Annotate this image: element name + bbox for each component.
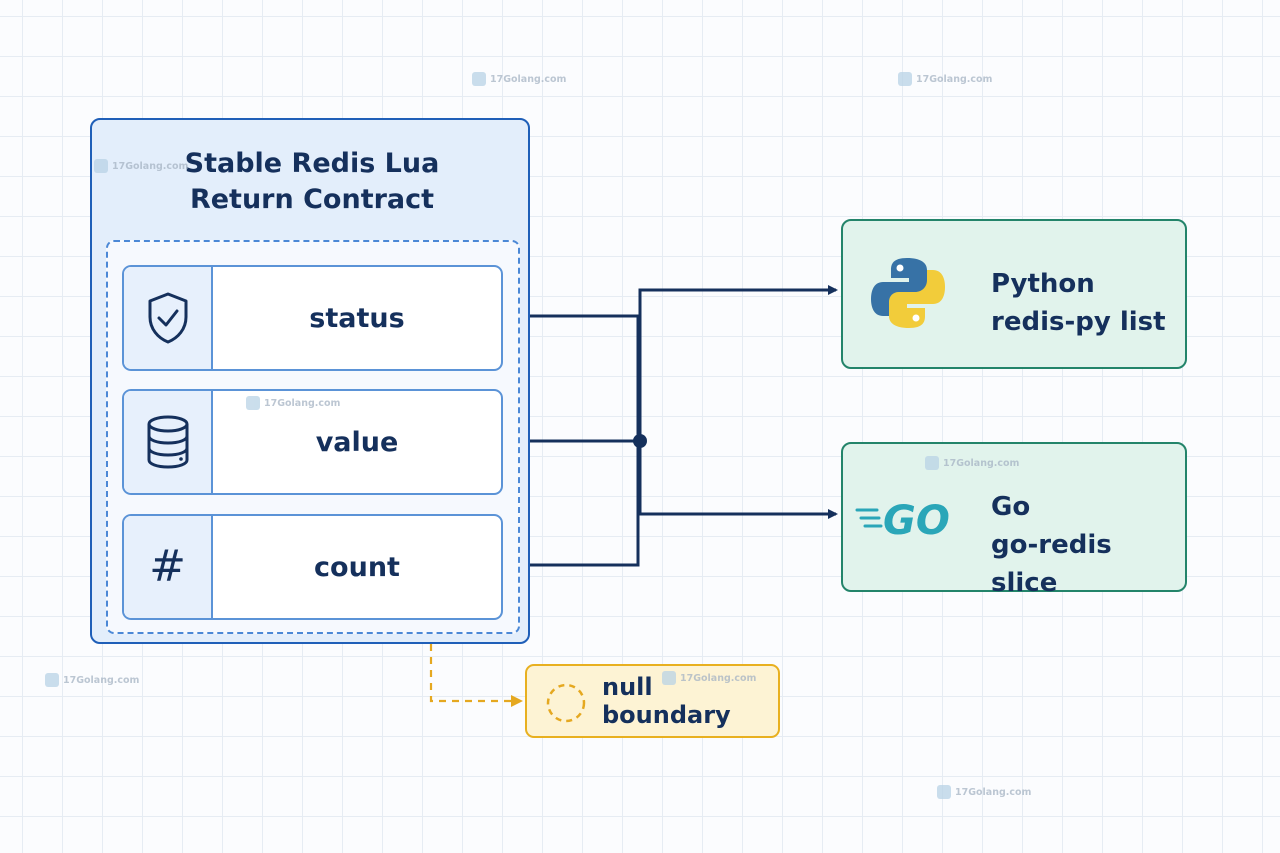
- watermark: 17Golang.com: [472, 72, 566, 86]
- watermark: 17Golang.com: [925, 456, 1019, 470]
- watermark-logo-icon: [898, 72, 912, 86]
- field-status: status: [122, 265, 503, 371]
- watermark-logo-icon: [472, 72, 486, 86]
- target-python-type: redis-py list: [991, 307, 1166, 337]
- svg-text:GO: GO: [883, 498, 950, 542]
- field-label-count: count: [314, 551, 400, 583]
- watermark: 17Golang.com: [45, 673, 139, 687]
- null-boundary-box: null boundary: [525, 664, 780, 738]
- field-label-status: status: [309, 302, 405, 334]
- wire-count: [500, 441, 640, 567]
- python-logo-icon: [871, 258, 945, 328]
- field-count: # count: [122, 514, 503, 620]
- watermark-logo-icon: [45, 673, 59, 687]
- target-go: GO Go go-redis slice: [841, 442, 1187, 598]
- field-icon-cell: [124, 267, 213, 369]
- target-python: Python redis-py list: [841, 219, 1187, 369]
- watermark: 17Golang.com: [246, 396, 340, 410]
- watermark-logo-icon: [94, 159, 108, 173]
- contract-title: Stable Redis Lua Return Contract: [184, 148, 440, 215]
- target-go-type: go-redis slice: [991, 530, 1112, 598]
- watermark: 17Golang.com: [94, 159, 188, 173]
- wire-to-go: [638, 441, 838, 519]
- wire-to-null-boundary: [429, 475, 523, 707]
- field-value: value: [122, 389, 503, 495]
- target-go-text: Go go-redis slice: [991, 488, 1185, 602]
- wire-status: [500, 314, 640, 441]
- shield-check-icon: [148, 292, 187, 344]
- field-label-value: value: [315, 426, 399, 458]
- target-python-name: Python: [991, 269, 1095, 299]
- watermark: 17Golang.com: [898, 72, 992, 86]
- go-logo-icon: GO: [855, 498, 950, 542]
- dashed-circle-icon: [546, 683, 586, 723]
- watermark: 17Golang.com: [937, 785, 1031, 799]
- target-go-name: Go: [991, 492, 1031, 522]
- wire-to-python: [638, 285, 838, 441]
- database-icon: [147, 415, 188, 469]
- contract-container: Stable Redis Lua Return Contract status: [90, 118, 530, 644]
- watermark-logo-icon: [662, 671, 676, 685]
- hash-icon: #: [149, 541, 186, 592]
- target-python-text: Python redis-py list: [991, 265, 1166, 341]
- watermark: 17Golang.com: [662, 671, 756, 685]
- watermark-logo-icon: [246, 396, 260, 410]
- null-boundary-label: null boundary: [602, 673, 731, 729]
- watermark-logo-icon: [925, 456, 939, 470]
- field-icon-cell: [124, 391, 213, 493]
- junction-dot: [633, 434, 647, 448]
- field-icon-cell: #: [124, 516, 213, 618]
- watermark-logo-icon: [937, 785, 951, 799]
